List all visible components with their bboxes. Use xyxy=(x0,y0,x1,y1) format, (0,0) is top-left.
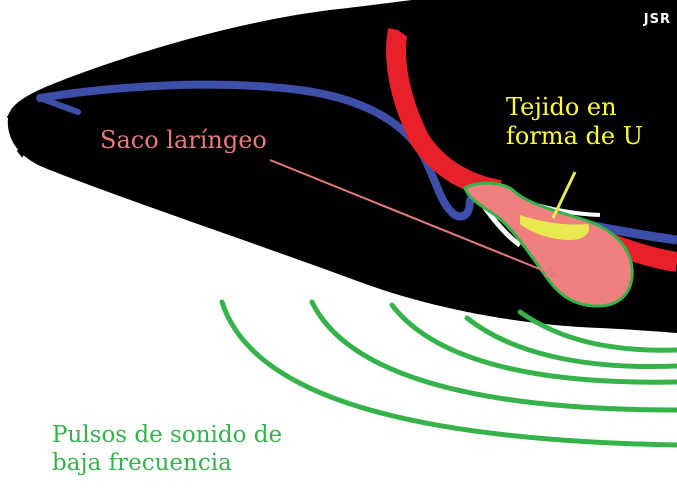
saco-arrow-head xyxy=(544,266,560,278)
sound-wave xyxy=(219,299,677,448)
sound-wave xyxy=(389,302,677,385)
label-tejido-u: Tejido en forma de U xyxy=(506,93,643,151)
sound-waves xyxy=(219,299,677,448)
airway-passage xyxy=(36,80,474,221)
airway-tip xyxy=(37,95,81,115)
saco-arrow-line xyxy=(269,159,553,275)
label-pulsos: Pulsos de sonido de baja frecuencia xyxy=(52,422,282,477)
label-tejido-line2: forma de U xyxy=(506,121,643,150)
sound-wave xyxy=(464,315,677,370)
label-pulsos-line1: Pulsos de sonido de xyxy=(52,422,283,448)
label-pulsos-line2: baja frecuencia xyxy=(52,449,232,476)
label-saco-laringeo: Saco laríngeo xyxy=(100,126,267,154)
trachea-notch xyxy=(395,12,412,40)
sound-wave xyxy=(309,299,677,413)
tejido-pointer xyxy=(551,171,577,219)
rostrum-texture xyxy=(6,107,35,158)
label-tejido-line1: Tejido en xyxy=(506,93,617,121)
laryngeal-sac xyxy=(463,181,634,308)
u-shaped-tissue xyxy=(520,215,590,240)
artist-signature: JSR xyxy=(643,12,671,27)
trachea-band xyxy=(386,28,502,200)
sound-wave xyxy=(517,309,677,353)
